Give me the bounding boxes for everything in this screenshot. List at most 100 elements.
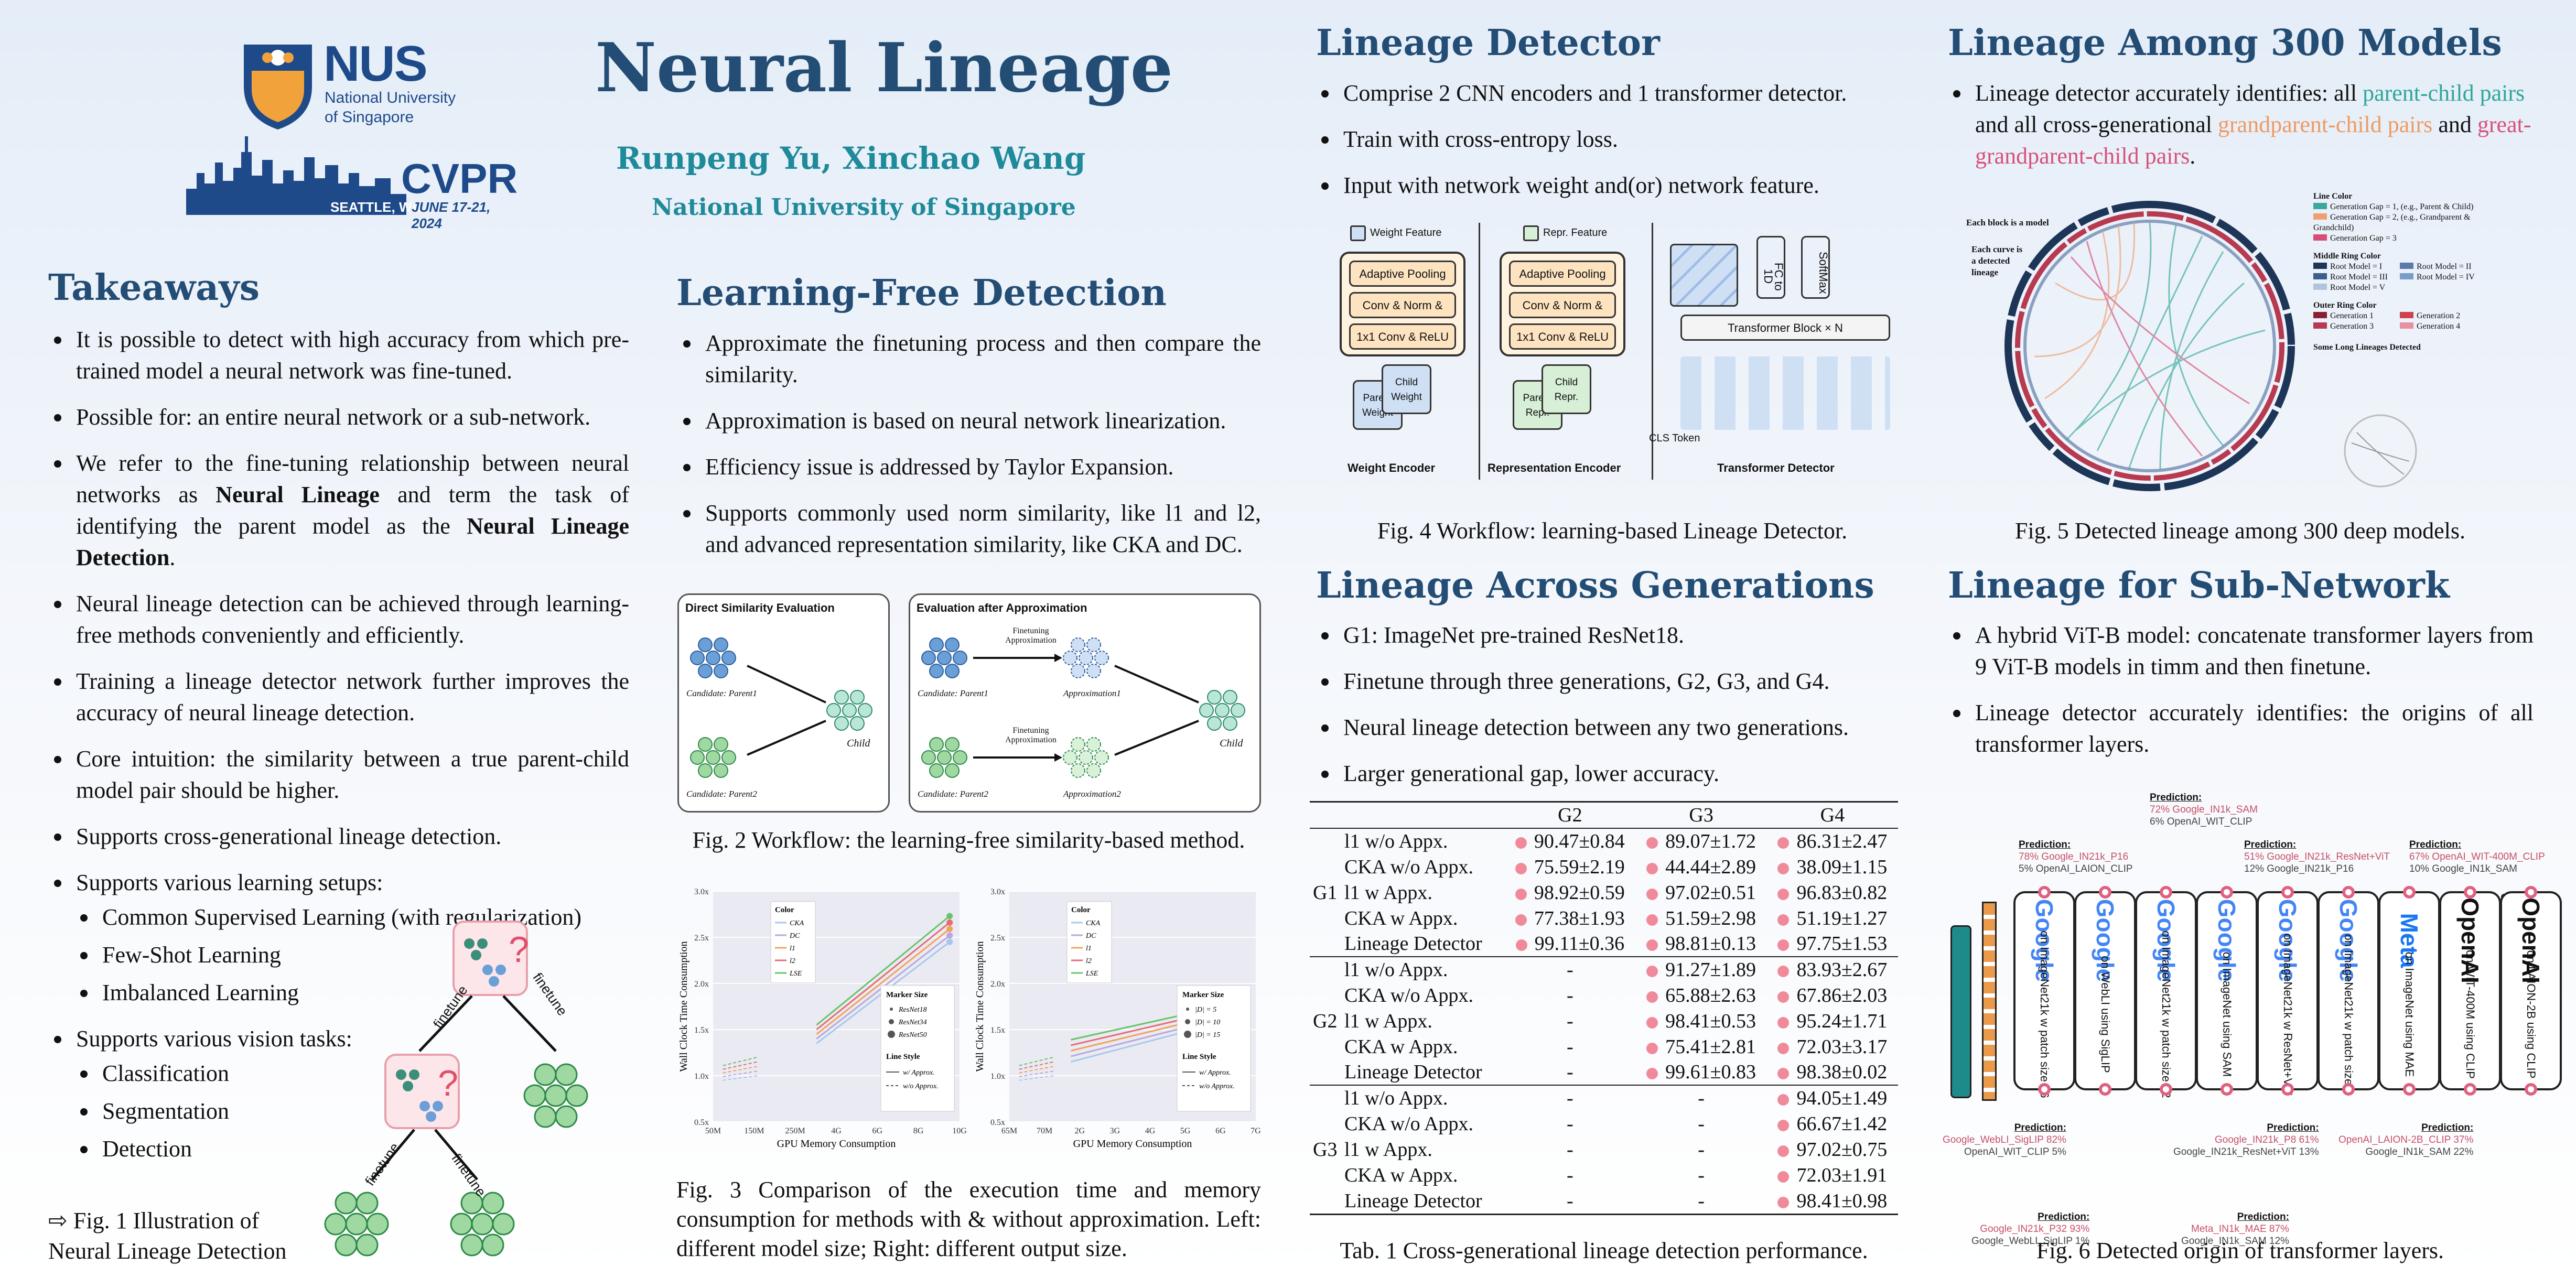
score-cell: 83.93±2.67 <box>1767 957 1898 982</box>
prediction-label: Prediction:Google_WebLI_SigLIP 82%OpenAI… <box>1943 1122 2066 1157</box>
detector-item: Train with cross-entropy loss. <box>1317 124 1910 155</box>
fig5-chord-diagram <box>2004 201 2295 491</box>
fig4-diagram: Weight Feature Adaptive Pooling Conv & N… <box>1334 223 1901 485</box>
legend-entry: Generation 1 <box>2313 311 2400 321</box>
legend-box <box>770 901 816 983</box>
generations-title: Lineage Across Generations <box>1316 565 1874 607</box>
table-row: Lineage Detector--98.41±0.98 <box>1310 1188 1898 1214</box>
score-cell: 44.44±2.89 <box>1635 854 1766 880</box>
generations-item: Finetune through three generations, G2, … <box>1317 666 1910 697</box>
series-line <box>816 915 951 1026</box>
subnet-item: A hybrid ViT-B model: concatenate transf… <box>1949 620 2534 683</box>
nus-crest-icon <box>244 45 312 129</box>
pc-highlight: parent-child pairs <box>2363 80 2525 106</box>
score-cell: - <box>1698 1087 1705 1109</box>
y-tick-label: 2.5x <box>694 934 709 943</box>
score-cell: 86.31±2.47 <box>1767 828 1898 854</box>
x-tick-label: 6G <box>872 1127 883 1135</box>
fig3-caption: Fig. 3 Comparison of the execution time … <box>676 1177 1261 1261</box>
score-cell: - <box>1567 1164 1573 1186</box>
x-tick-label: 250M <box>785 1127 805 1135</box>
takeaways-list: It is possible to detect with high accur… <box>50 324 629 1179</box>
score-dot <box>1777 939 1790 951</box>
takeaway-item: Supports cross-generational lineage dete… <box>50 821 629 852</box>
score-cell: - <box>1698 1189 1705 1212</box>
model-description: on ImageNet using SAM <box>2221 951 2234 1077</box>
x-tick-label: 70M <box>1037 1127 1052 1135</box>
method-cell: l1 w Appx. <box>1344 881 1432 904</box>
fig2-left-panel: Direct Similarity Evaluation Candidate: … <box>677 593 890 813</box>
x-tick-label: 4G <box>831 1127 842 1135</box>
poster-title: Neural Lineage <box>595 29 1173 107</box>
takeaway-item: Supports various vision tasks: Classific… <box>50 1023 629 1165</box>
legend-entry: w/ Approx. <box>903 1069 935 1077</box>
connector-dot <box>2342 886 2355 899</box>
learning-free-title: Learning-Free Detection <box>676 272 1167 314</box>
model-brand: OpenAI <box>2456 897 2484 983</box>
data-point <box>946 919 953 926</box>
score-dot <box>1777 888 1790 900</box>
connector-dot <box>2160 886 2172 899</box>
connector-dot <box>2525 1083 2537 1096</box>
x-tick-label: 6G <box>1215 1127 1226 1135</box>
legend-box <box>1177 985 1251 1112</box>
cvpr-name: CVPR <box>401 155 518 202</box>
connector-dot <box>2099 886 2111 899</box>
data-point <box>946 926 953 933</box>
score-cell: - <box>1567 1010 1573 1032</box>
takeaway-item: Supports various learning setups: Common… <box>50 867 629 1009</box>
method-cell: CKA w Appx. <box>1344 1035 1458 1058</box>
score-dot <box>1515 862 1527 874</box>
score-dot <box>1777 1145 1790 1157</box>
connector-dot <box>2281 886 2294 899</box>
score-cell: 97.02±0.75 <box>1767 1137 1898 1162</box>
score-cell: 66.67±1.42 <box>1767 1111 1898 1137</box>
connector-dot <box>2464 1083 2476 1096</box>
score-dot <box>1646 914 1658 926</box>
connector-dot <box>2099 1083 2111 1096</box>
x-tick-label: 8G <box>913 1127 924 1135</box>
arrow-right-icon: ⇨ <box>48 1207 68 1234</box>
score-cell: 51.59±2.98 <box>1635 905 1766 931</box>
y-tick-label: 1.0x <box>694 1072 709 1081</box>
legend-box <box>880 985 955 1112</box>
fig6-caption: Fig. 6 Detected origin of transformer la… <box>2036 1238 2444 1263</box>
score-cell: 98.92±0.59 <box>1504 880 1635 905</box>
generations-list: G1: ImageNet pre-trained ResNet18. Finet… <box>1317 620 1910 804</box>
legend-entry: ResNet18 <box>898 1006 927 1014</box>
detector-list: Comprise 2 CNN encoders and 1 transforme… <box>1317 78 1910 216</box>
x-tick-label: 5G <box>1180 1127 1191 1135</box>
legend-entry: Generation Gap = 3 <box>2313 233 2486 244</box>
score-dot <box>1515 914 1527 926</box>
legend-entry: Root Model = IV <box>2400 272 2486 283</box>
setup-item: Few-Shot Learning <box>76 939 629 971</box>
model-brand: Google <box>2213 899 2240 982</box>
model-brand: Google <box>2092 899 2119 982</box>
legend-swatch <box>1185 1019 1190 1024</box>
score-dot <box>1777 1094 1790 1106</box>
x-tick-label: 2G <box>1075 1127 1085 1135</box>
legend-entry: w/o Approx. <box>903 1083 939 1090</box>
term-neural-lineage: Neural Lineage <box>215 482 380 507</box>
connector-dot <box>2038 1083 2051 1096</box>
series-line <box>723 1070 758 1077</box>
y-tick-label: 0.5x <box>694 1118 709 1127</box>
y-tick-label: 2.0x <box>990 980 1005 989</box>
legend-entry: l2 <box>790 957 795 965</box>
y-tick-label: 1.5x <box>694 1026 709 1035</box>
legend-entry: DC <box>1085 932 1096 940</box>
legend-title: Line Style <box>886 1053 920 1061</box>
y-tick-label: 1.5x <box>990 1026 1005 1035</box>
cvpr-logo: CVPR SEATTLE, WA JUNE 17-21, 2024 <box>186 131 518 231</box>
